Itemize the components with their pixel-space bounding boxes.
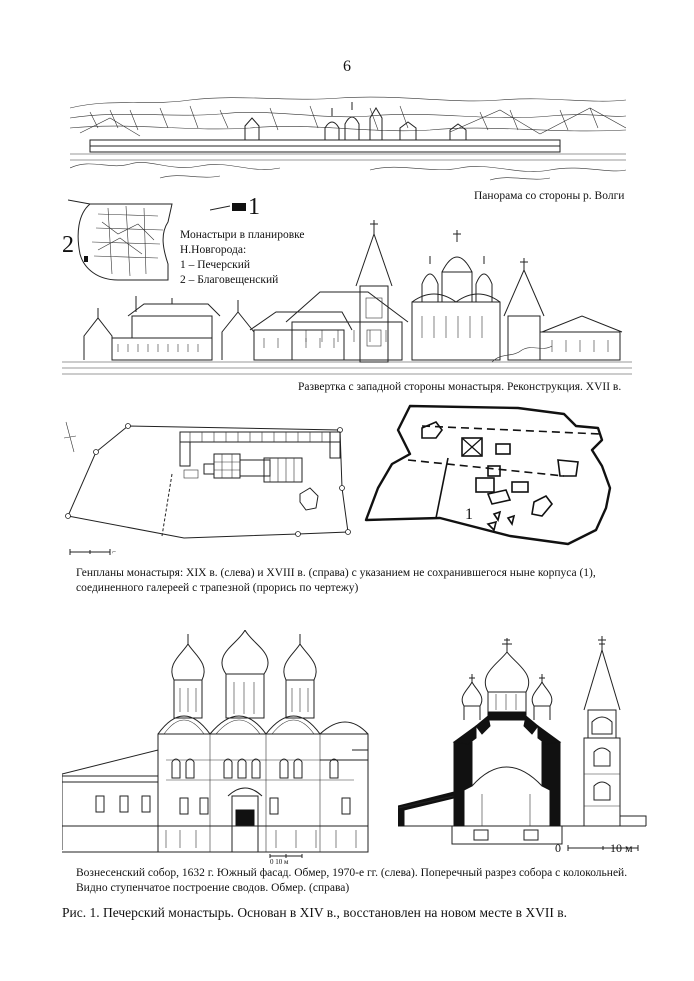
razvertka-caption: Развертка с западной стороны монастыря. … — [298, 381, 622, 393]
cathedral-caption: Вознесенский собор, 1632 г. Южный фасад.… — [76, 866, 676, 896]
genplan-xviii-drawing — [364, 404, 612, 546]
panorama-drawing — [70, 96, 626, 181]
page-number: 6 — [343, 58, 351, 75]
genplan-left-scale: ⌐ — [112, 548, 116, 556]
cathedral-cross-section — [398, 636, 647, 851]
genplans-caption-line1: Генпланы монастыря: XIX в. (слева) и XVI… — [76, 567, 596, 579]
legend-item-1: 1 – Печерский — [180, 259, 251, 271]
plan-label-2: 2 — [62, 232, 74, 258]
genplan-xix-drawing — [64, 421, 351, 555]
western-elevation-drawing — [62, 220, 632, 375]
section-scale-zero: 0 — [555, 841, 561, 855]
legend-title-line2: Н.Новгорода: — [180, 244, 247, 256]
plan-marker — [210, 203, 246, 211]
panorama-caption: Панорама со стороны р. Волги — [474, 190, 625, 202]
genplans-caption-line2: соединенного галереей с трапезной (прори… — [76, 582, 359, 594]
genplan-marker-1: 1 — [465, 506, 473, 523]
plan-label-1: 1 — [248, 194, 260, 220]
city-plan-map — [68, 199, 173, 281]
cathedral-caption-line2: Видно ступенчатое построение сводов. Обм… — [76, 882, 350, 894]
section-scale-ten: 10 м — [610, 841, 633, 855]
facade-scale-label: 0 10 м — [270, 858, 289, 866]
genplans-caption: Генпланы монастыря: XIX в. (слева) и XVI… — [76, 566, 676, 596]
legend-item-2: 2 – Благовещенский — [180, 274, 279, 286]
legend-title-line1: Монастыри в планировке — [180, 229, 305, 241]
cathedral-south-facade — [62, 630, 369, 858]
figure-caption: Рис. 1. Печерский монастырь. Основан в X… — [62, 905, 567, 920]
plan-legend: Монастыри в планировке Н.Новгорода: 1 – … — [180, 228, 305, 288]
cathedral-caption-line1: Вознесенский собор, 1632 г. Южный фасад.… — [76, 867, 628, 879]
